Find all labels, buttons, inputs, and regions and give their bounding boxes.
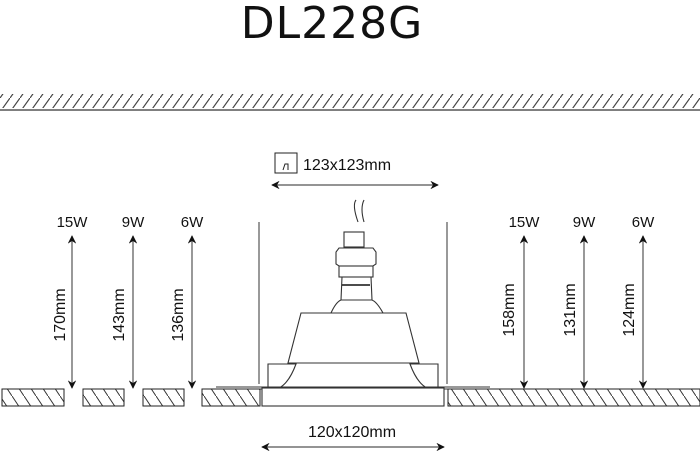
- wattage-label: 15W: [57, 214, 89, 231]
- wattage-label: 9W: [122, 214, 145, 231]
- cutout-size-label: 123x123mm: [303, 157, 391, 174]
- height-dim-9w-left: 9W 143mm: [111, 214, 145, 389]
- height-dim-9w-right: 9W 131mm: [562, 214, 596, 389]
- height-label: 131mm: [562, 283, 579, 336]
- ceiling-board: [1, 388, 700, 407]
- height-label: 170mm: [52, 288, 69, 341]
- height-dim-6w-left: 6W 136mm: [170, 214, 204, 389]
- downlight-fixture: [216, 199, 490, 407]
- height-dim-15w-right: 15W 158mm: [501, 214, 541, 389]
- wattage-label: 9W: [573, 214, 596, 231]
- trim-size-label: 120x120mm: [308, 424, 396, 441]
- ceiling-hatch: [0, 94, 700, 111]
- height-label: 124mm: [621, 283, 638, 336]
- left-height-dimensions: 15W 170mm 9W 143mm 6W 136mm: [52, 214, 204, 389]
- height-label: 136mm: [170, 288, 187, 341]
- height-label: 143mm: [111, 288, 128, 341]
- right-height-dimensions: 15W 158mm 9W 131mm 6W 124mm: [501, 214, 655, 389]
- cutout-dimension: 123x123mm: [271, 152, 439, 190]
- cutout-square-icon: [274, 152, 298, 174]
- product-model-title: DL228G: [241, 0, 423, 49]
- wattage-label: 15W: [509, 214, 541, 231]
- wattage-label: 6W: [632, 214, 655, 231]
- height-label: 158mm: [501, 283, 518, 336]
- trim-dimension: 120x120mm: [261, 424, 445, 452]
- height-dim-6w-right: 6W 124mm: [621, 214, 655, 389]
- wattage-label: 6W: [181, 214, 204, 231]
- height-dim-15w-left: 15W 170mm: [52, 214, 89, 389]
